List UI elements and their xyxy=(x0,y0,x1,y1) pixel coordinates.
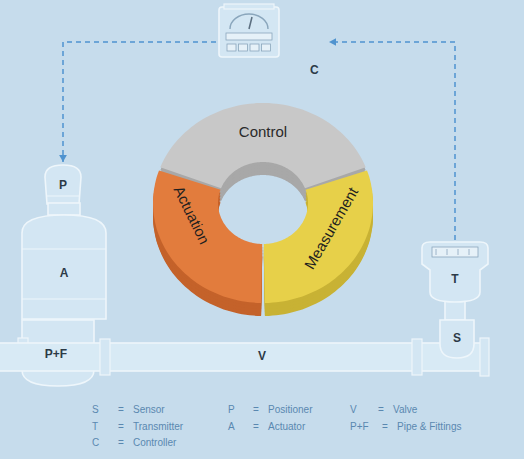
key-text: = xyxy=(378,404,384,415)
transmitter-shape: T xyxy=(418,240,492,320)
controller-display xyxy=(226,33,272,40)
key-text: = xyxy=(253,404,259,415)
key-text: C xyxy=(92,437,99,448)
controller-button xyxy=(239,44,248,51)
positioner-shape: P xyxy=(40,163,86,205)
positioner-band xyxy=(46,195,80,196)
key-text: = xyxy=(253,421,259,432)
pipe-band-outline xyxy=(0,342,492,372)
key-text: T xyxy=(92,421,98,432)
arrow-head xyxy=(59,155,67,162)
actuator-body xyxy=(22,215,106,319)
actuator-shape: A xyxy=(20,203,108,320)
key-text: Positioner xyxy=(268,404,312,415)
key-text: P+F xyxy=(350,421,369,432)
controller-button xyxy=(227,44,236,51)
pipe-flange xyxy=(412,339,422,375)
actuator-neck xyxy=(48,203,80,215)
positioner-body xyxy=(45,165,81,204)
actuator-shape-outline xyxy=(20,203,108,320)
node-label: T xyxy=(451,272,458,286)
key-text: Actuator xyxy=(268,421,305,432)
key-text: A xyxy=(228,421,235,432)
key-text: = xyxy=(118,437,124,448)
display-segment xyxy=(469,249,470,255)
node-label: V xyxy=(258,349,266,363)
display-segment xyxy=(436,249,437,255)
sensor-body xyxy=(440,320,474,358)
key-text: = xyxy=(118,421,124,432)
node-label: A xyxy=(60,266,69,280)
transmitter-head xyxy=(422,242,488,302)
node-label: P xyxy=(59,178,67,192)
controller-box: C xyxy=(216,2,328,80)
gauge-arc xyxy=(230,14,268,29)
segment-face xyxy=(264,170,373,303)
key-text: Transmitter xyxy=(133,421,183,432)
key-text: Controller xyxy=(133,437,176,448)
key-text: = xyxy=(118,404,124,415)
sensor-shape: S xyxy=(438,318,476,360)
gauge-needle xyxy=(249,17,252,29)
display-segment xyxy=(458,249,459,255)
key-text: = xyxy=(382,421,388,432)
pipe-band: V xyxy=(0,342,492,372)
key-text: V xyxy=(350,404,357,415)
pipe-flange xyxy=(480,338,489,376)
segment-face xyxy=(153,170,262,303)
display-segment xyxy=(447,249,448,255)
key-text: P xyxy=(228,404,235,415)
node-label: P+F xyxy=(45,347,67,361)
actuator-band xyxy=(22,248,106,249)
controller-top xyxy=(224,4,274,9)
controller-button xyxy=(262,44,271,51)
pipe-flange xyxy=(100,339,110,375)
transmitter-neck xyxy=(445,300,465,320)
node-label: C xyxy=(310,63,319,77)
key-text: S xyxy=(92,404,99,415)
controller-housing xyxy=(219,7,279,57)
actuator-band xyxy=(22,298,106,299)
node-label: Control xyxy=(239,123,287,140)
key-text: Sensor xyxy=(133,404,165,415)
key-text: Pipe & Fittings xyxy=(397,421,461,432)
controller-button xyxy=(250,44,259,51)
arrow-head xyxy=(329,38,336,46)
key-text: Valve xyxy=(393,404,417,415)
transmitter-display xyxy=(432,247,478,257)
segment-face xyxy=(160,103,365,188)
node-label: S xyxy=(453,331,461,345)
